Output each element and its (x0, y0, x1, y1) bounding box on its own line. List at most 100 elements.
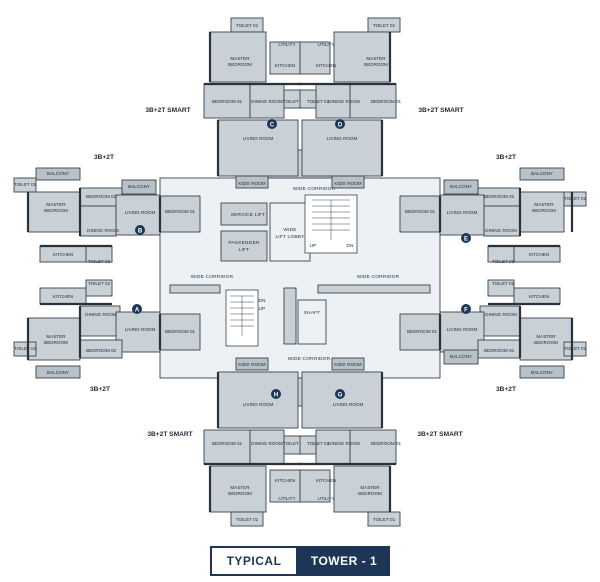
unit-g-bedroom01-label: BEDROOM 01 (371, 441, 402, 446)
stair2-down-label: DN (258, 298, 266, 304)
unit-b-living-label: LIVING ROOM (125, 210, 156, 215)
wide-lift-lobby-label-2: LIFT LOBBY (275, 234, 305, 240)
unit-c-living-label: LIVING ROOM (243, 136, 274, 141)
unit-a: TOILET 02 KITCHEN DINING ROOM LIVING ROO… (13, 279, 201, 393)
unit-f-master-label-2: BEDROOM (534, 340, 558, 345)
unit-d-master-label-2: BEDROOM (364, 62, 388, 67)
unit-f-kitchen-label: KITCHEN (529, 294, 549, 299)
service-lift-label: SERVICE LIFT (231, 212, 266, 218)
unit-f-toilet01-label: TOILET 01 (564, 346, 587, 351)
unit-g-type-label: 3B+2T SMART (417, 431, 462, 438)
unit-b-master-label-2: BEDROOM (44, 208, 68, 213)
unit-d-bedroom01-label: BEDROOM 01 (371, 99, 402, 104)
unit-a-type-label: 3B+2T (90, 386, 110, 393)
unit-a-master-label-1: MASTER (46, 334, 66, 339)
unit-f-toilet02-label: TOILET 02 (492, 281, 515, 286)
title-bar: TYPICAL TOWER - 1 (210, 546, 390, 576)
unit-g-master-label-2: BEDROOM (358, 491, 382, 496)
unit-e-bedroom02-label: BEDROOM 02 (484, 194, 515, 199)
unit-a-living-label: LIVING ROOM (125, 327, 156, 332)
unit-f-living-label: LIVING ROOM (447, 327, 478, 332)
unit-a-master-label-2: BEDROOM (44, 340, 68, 345)
unit-g-utility-label: UTILITY (317, 496, 334, 501)
svg-text:H: H (274, 393, 278, 399)
unit-a-toilet02-label: TOILET 02 (88, 281, 111, 286)
unit-f-type-label: 3B+2T (496, 386, 516, 393)
title-typical: TYPICAL (210, 546, 298, 576)
unit-a-dining-label: DINING ROOM (85, 312, 117, 317)
unit-h-utility-label: UTILITY (278, 496, 295, 501)
unit-c-type-label: 3B+2T SMART (145, 107, 190, 114)
unit-e-living-label: LIVING ROOM (447, 210, 478, 215)
unit-f-dining-label: DINING ROOM (485, 312, 517, 317)
unit-g-toilet01-label: TOILET 01 (373, 517, 396, 522)
title-tower: TOWER - 1 (298, 546, 390, 576)
unit-b-toilet01-label: TOILET 01 (14, 182, 37, 187)
unit-b: BALCONY TOILET 01 BEDROOM 02 BALCONY MAS… (13, 154, 201, 264)
unit-h-type-label: 3B+2T SMART (147, 431, 192, 438)
unit-d-kitchen-label: KITCHEN (316, 63, 336, 68)
unit-b-toilet02-label: TOILET 02 (88, 259, 111, 264)
unit-a-toilet01-label: TOILET 01 (14, 346, 37, 351)
unit-e-master-label-1: MASTER (534, 202, 554, 207)
unit-d-toilet01-label: TOILET 01 (373, 23, 396, 28)
unit-h-dining-label: DINING ROOM (251, 441, 283, 446)
unit-b-bedroom02-label: BEDROOM 02 (86, 194, 117, 199)
unit-b-balcony-label: BALCONY (47, 171, 69, 176)
unit-e-badge: E (461, 233, 471, 243)
unit-c-toilet02-label: TOILET 02 (283, 99, 306, 104)
svg-text:F: F (464, 308, 468, 314)
unit-g: KIDS' ROOM LIVING ROOM BEDROOM 01 DINING… (298, 357, 463, 527)
svg-text:D: D (338, 123, 343, 129)
unit-e: BALCONY TOILET 01 BEDROOM 02 BALCONY MAS… (399, 154, 587, 264)
unit-e-type-label: 3B+2T (496, 154, 516, 161)
unit-g-living-label: LIVING ROOM (333, 402, 364, 407)
corridor-label-right: WIDE CORRIDOR (357, 274, 400, 280)
unit-c: TOILET 01 MASTER BEDROOM UTILITY KITCHEN… (145, 17, 306, 189)
unit-g-dining-label: DINING ROOM (328, 441, 360, 446)
unit-e-balcony-label: BALCONY (531, 171, 553, 176)
unit-e-balcony2-label: BALCONY (450, 184, 472, 189)
unit-e-toilet01-label: TOILET 01 (564, 196, 587, 201)
unit-c-toilet01-label: TOILET 01 (236, 23, 259, 28)
unit-g-kids-label: KIDS' ROOM (334, 362, 361, 367)
unit-c-master-label-2: BEDROOM (228, 62, 252, 67)
unit-e-master-label-2: BEDROOM (532, 208, 556, 213)
unit-f-badge: F (461, 304, 471, 314)
unit-c-utility-label: UTILITY (278, 42, 295, 47)
unit-g-kitchen-label: KITCHEN (316, 478, 336, 483)
unit-a-balcony-label: BALCONY (47, 370, 69, 375)
unit-c-kitchen-label: KITCHEN (275, 63, 295, 68)
stair2-up-label: UP (258, 306, 265, 312)
shaft-label: SHAFT (304, 310, 321, 316)
unit-a-kitchen-label: KITCHEN (53, 294, 73, 299)
corridor-label-bottom: WIDE CORRIDOR (288, 356, 331, 362)
unit-h-kids-label: KIDS' ROOM (238, 362, 265, 367)
unit-f-balcony-label: BALCONY (531, 370, 553, 375)
unit-c-kids-label: KIDS' ROOM (238, 181, 265, 186)
unit-d-master-label-1: MASTER (366, 56, 386, 61)
unit-h-living-label: LIVING ROOM (243, 402, 274, 407)
svg-text:B: B (138, 229, 143, 235)
unit-d-utility-label: UTILITY (317, 42, 334, 47)
unit-b-dining-label: DINING ROOM (87, 228, 119, 233)
wide-lift-lobby-label-1: WIDE (283, 227, 296, 233)
unit-d-dining-label: DINING ROOM (328, 99, 360, 104)
unit-a-bedroom02-label: BEDROOM 02 (86, 348, 117, 353)
passenger-lift-label-1: PASSENGER (228, 240, 260, 246)
unit-h-toilet02-label: TOILET 02 (283, 441, 306, 446)
unit-f-master-label-1: MASTER (536, 334, 556, 339)
svg-text:G: G (338, 393, 343, 399)
unit-d: TOILET 01 MASTER BEDROOM UTILITY KITCHEN… (298, 17, 464, 189)
unit-c-badge: C (267, 119, 277, 129)
unit-f-bedroom01-label: BEDROOM 01 (407, 329, 438, 334)
unit-a-bedroom01-label: BEDROOM 01 (165, 329, 196, 334)
svg-text:A: A (135, 308, 140, 314)
unit-h-master-label-2: BEDROOM (228, 491, 252, 496)
unit-e-dining-label: DINING ROOM (485, 228, 517, 233)
unit-e-bedroom01-label: BEDROOM 01 (405, 209, 436, 214)
unit-h-kitchen-label: KITCHEN (275, 478, 295, 483)
unit-h-toilet01-label: TOILET 01 (236, 517, 259, 522)
unit-f-bedroom02-label: BEDROOM 02 (484, 348, 515, 353)
unit-b-master-label-1: MASTER (46, 202, 66, 207)
